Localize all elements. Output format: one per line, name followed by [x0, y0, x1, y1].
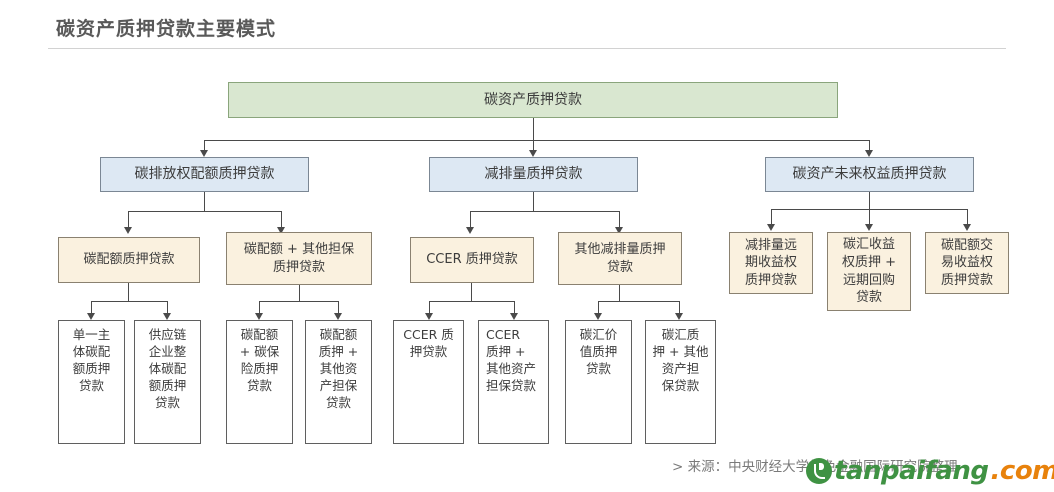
arrow-l3-4-to-leaf-2	[675, 313, 683, 320]
node-l3-allowance-pledge[interactable]: 碳配额质押贷款	[58, 237, 200, 283]
arrow-l3-2-to-leaf-1	[255, 313, 263, 320]
connector-l2-3-stem	[869, 192, 870, 209]
connector-l3-2-bus	[259, 301, 338, 302]
connector-l3-2-to-leaf-1	[259, 301, 260, 315]
connector-l3-4-to-leaf-1	[598, 301, 599, 315]
connector-l3-1-bus	[91, 301, 167, 302]
arrow-l2-1-to-l3-1	[124, 227, 132, 234]
arrow-l2-2-to-l3-1	[466, 227, 474, 234]
node-leaf-ccer-plus-other-assets[interactable]: CCER 质押 + 其他资产 担保贷款	[478, 320, 549, 444]
arrow-l2-3-to-l3-3	[963, 224, 971, 231]
arrow-l3-2-to-leaf-2	[334, 313, 342, 320]
connector-root-to-l2-1	[204, 140, 205, 153]
arrow-l2-3-to-l3-1	[767, 224, 775, 231]
connector-l3-3-to-leaf-1	[429, 301, 430, 315]
node-l2-future-rights[interactable]: 碳资产未来权益质押贷款	[765, 157, 974, 192]
arrow-l3-3-to-leaf-2	[510, 313, 518, 320]
arrow-root-to-l2-1	[200, 150, 208, 157]
tanpaifang-logo-icon	[806, 458, 832, 484]
connector-l3-1-to-leaf-2	[167, 301, 168, 315]
page-title: 碳资产质押贷款主要模式	[56, 18, 277, 40]
node-l3-ccer-pledge[interactable]: CCER 质押贷款	[410, 237, 534, 283]
node-l3-other-reduction-pledge[interactable]: 其他减排量质押 贷款	[558, 232, 682, 285]
connector-root-to-l2-2	[533, 140, 534, 153]
connector-root-to-l2-3	[869, 140, 870, 153]
node-leaf-single-entity-allowance[interactable]: 单一主 体碳配 额质押 贷款	[58, 320, 125, 444]
connector-root-stem	[533, 118, 534, 140]
arrow-l2-2-to-l3-2	[615, 227, 623, 234]
connector-l3-2-to-leaf-2	[338, 301, 339, 315]
node-l3-allowance-plus-guarantee[interactable]: 碳配额 + 其他担保 质押贷款	[226, 232, 372, 285]
connector-l3-1-to-leaf-1	[91, 301, 92, 315]
connector-l3-4-stem	[619, 285, 620, 301]
arrow-l3-1-to-leaf-1	[87, 313, 95, 320]
connector-l2-1-to-l3-2	[281, 211, 282, 230]
connector-l3-2-stem	[299, 285, 300, 301]
node-leaf-supply-chain-allowance[interactable]: 供应链 企业整 体碳配 额质押 贷款	[134, 320, 201, 444]
arrow-root-to-l2-2	[529, 150, 537, 157]
arrow-root-to-l2-3	[865, 150, 873, 157]
connector-l2-3-to-l3-3	[967, 209, 968, 227]
arrow-l2-1-to-l3-2	[277, 227, 285, 234]
node-l3-sink-income-repurchase[interactable]: 碳汇收益 权质押 + 远期回购 贷款	[827, 232, 911, 311]
connector-l3-1-stem	[128, 283, 129, 301]
connector-l2-1-to-l3-1	[128, 211, 129, 230]
connector-root-bus	[204, 140, 869, 141]
connector-l2-3-to-l3-1	[771, 209, 772, 227]
title-divider	[48, 48, 1006, 49]
watermark-tld: .com	[990, 456, 1054, 486]
node-l2-emission-allowance[interactable]: 碳排放权配额质押贷款	[100, 157, 309, 192]
arrow-l3-4-to-leaf-1	[594, 313, 602, 320]
connector-l3-4-bus	[598, 301, 679, 302]
arrow-l2-3-to-l3-2	[865, 224, 873, 231]
connector-l2-2-bus	[470, 211, 619, 212]
connector-l3-3-bus	[429, 301, 514, 302]
watermark: tanpaifang .com	[806, 456, 1054, 486]
connector-l3-3-stem	[471, 283, 472, 301]
connector-l2-2-to-l3-2	[619, 211, 620, 230]
node-leaf-allowance-plus-insurance[interactable]: 碳配额 + 碳保 险质押 贷款	[226, 320, 293, 444]
connector-l2-3-to-l3-2	[869, 209, 870, 227]
connector-l2-1-stem	[204, 192, 205, 211]
node-l2-emission-reduction[interactable]: 减排量质押贷款	[429, 157, 638, 192]
node-l3-trading-income-rights[interactable]: 碳配额交 易收益权 质押贷款	[925, 232, 1009, 294]
connector-l2-1-bus	[128, 211, 281, 212]
node-leaf-sink-value-pledge[interactable]: 碳汇价 值质押 贷款	[565, 320, 632, 444]
connector-l2-2-stem	[533, 192, 534, 211]
connector-l3-4-to-leaf-2	[679, 301, 680, 315]
node-root[interactable]: 碳资产质押贷款	[228, 82, 838, 118]
node-l3-forward-income-rights[interactable]: 减排量远 期收益权 质押贷款	[729, 232, 813, 294]
arrow-l3-3-to-leaf-1	[425, 313, 433, 320]
node-leaf-allowance-plus-other-assets[interactable]: 碳配额 质押 + 其他资 产担保 贷款	[305, 320, 372, 444]
connector-l3-3-to-leaf-2	[514, 301, 515, 315]
arrow-l3-1-to-leaf-2	[163, 313, 171, 320]
watermark-name: tanpaifang	[834, 456, 989, 486]
node-leaf-ccer-pledge[interactable]: CCER 质 押贷款	[393, 320, 464, 444]
node-leaf-sink-plus-other-assets[interactable]: 碳汇质 押 + 其他 资产担 保贷款	[645, 320, 716, 444]
connector-l2-2-to-l3-1	[470, 211, 471, 230]
